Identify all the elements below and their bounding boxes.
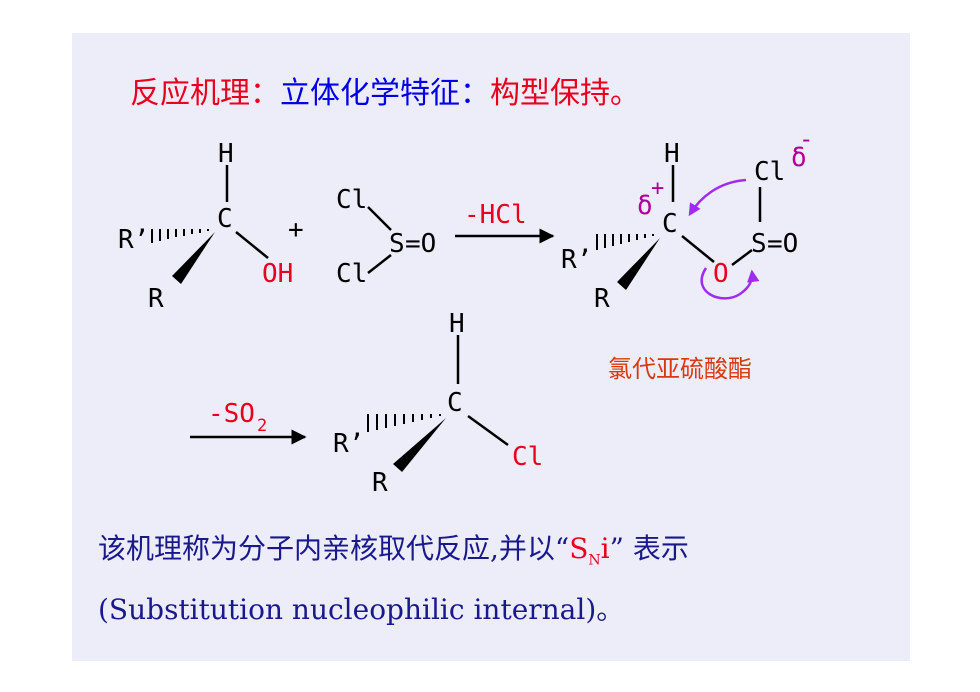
sn-S: S [569, 532, 589, 565]
socl2-S-Cl-bottom-bond [367, 254, 392, 274]
ester-O: O [713, 259, 729, 289]
ester-Cl: Cl [754, 157, 785, 187]
ester-C: C [662, 209, 678, 239]
plus-sign: + [288, 215, 304, 245]
title-retention: 构型保持。 [490, 76, 640, 111]
ester-delta-minus-sign: - [799, 125, 813, 153]
product-C: C [447, 388, 463, 418]
alcohol-R: R [148, 284, 164, 314]
sn-N: N [588, 552, 601, 569]
alcohol-hashed-bond [151, 229, 209, 243]
product-Rprime: R’ [333, 429, 364, 459]
ester-wedge-bond [617, 238, 660, 290]
socl2-Cl-top: Cl [336, 185, 367, 215]
page-title: 反应机理：立体化学特征：构型保持。 [130, 68, 640, 112]
product-hashed-bond [367, 414, 441, 432]
product-H: H [449, 309, 465, 339]
alkyl-chloride-product: H C R’ R Cl [333, 309, 543, 498]
title-mechanism: 反应机理： [130, 76, 280, 111]
ester-H: H [664, 139, 680, 169]
product-C-Cl-bond [467, 414, 509, 447]
ester-hashed-bond [596, 234, 654, 250]
SO2-subscript: 2 [257, 416, 267, 436]
title-stereochem: 立体化学特征： [280, 76, 490, 111]
product-Cl: Cl [512, 442, 543, 472]
minus-HCl-label: -HCl [464, 200, 527, 230]
socl2-eqO: =O [405, 229, 436, 259]
ester-name: 氯代亚硫酸酯 [608, 355, 752, 383]
socl2-Cl-bottom: Cl [336, 259, 367, 289]
alcohol-CO-bond [235, 231, 269, 259]
minus-SO2-label: -SO [208, 399, 255, 429]
ester-eqO: =O [767, 229, 798, 259]
alcohol-OH: OH [262, 259, 293, 289]
alcohol-molecule: H C R’ R OH [118, 139, 293, 314]
alcohol-Rprime: R’ [118, 225, 149, 255]
chlorosulfite-ester: H C δ + R’ R O S =O Cl δ - [561, 125, 813, 314]
curved-arrow-o-s-cleavage [700, 267, 760, 300]
curved-arrow-cl-attack [688, 178, 747, 217]
alcohol-wedge-bond [172, 232, 215, 284]
sn-i: i [600, 532, 610, 565]
alcohol-C: C [217, 204, 233, 234]
product-R: R [372, 468, 388, 498]
ester-S: S [751, 229, 767, 259]
socl2-S-Cl-top-bond [367, 206, 392, 231]
sn-i-notation: SNi [569, 532, 610, 569]
ester-CO-bond [681, 235, 715, 263]
ester-R: R [594, 284, 610, 314]
ester-delta-minus: δ [791, 143, 807, 173]
thionyl-chloride: Cl S =O Cl [336, 185, 436, 289]
slide-background [72, 33, 910, 661]
ester-OS-bond [731, 249, 753, 266]
alcohol-H: H [218, 139, 234, 169]
caption-line-2: (Substitution nucleophilic internal)。 [98, 593, 625, 626]
caption-text-b: ” 表示 [609, 532, 689, 565]
ester-delta-plus-sign: + [651, 176, 664, 201]
socl2-S: S [389, 229, 405, 259]
ester-delta-plus: δ [637, 191, 653, 221]
ester-Rprime: R’ [561, 245, 592, 275]
caption-line-1: 该机理称为分子内亲核取代反应,并以“SNi” 表示 [98, 527, 689, 569]
caption-text-a: 该机理称为分子内亲核取代反应,并以“ [98, 532, 570, 565]
product-wedge-bond [393, 418, 446, 472]
